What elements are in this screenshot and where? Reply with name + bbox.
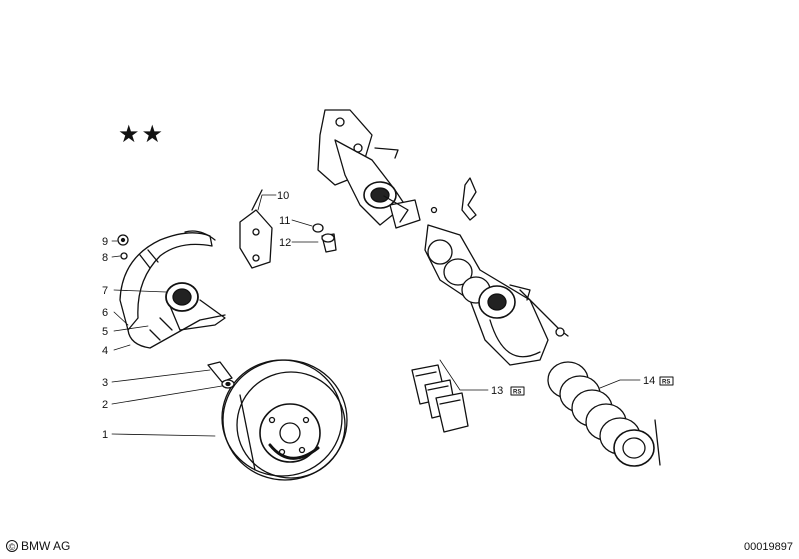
part-label-8: 8 bbox=[102, 252, 108, 264]
part-label-7: 7 bbox=[102, 285, 108, 297]
rs-badge-13 bbox=[510, 386, 525, 396]
nut-small bbox=[117, 234, 129, 260]
part-label-9: 9 bbox=[102, 236, 108, 248]
rs-badge-14 bbox=[659, 376, 674, 386]
brake-disc bbox=[221, 359, 348, 481]
brake-pads-set bbox=[411, 364, 469, 433]
rs-badge-text-13: RS bbox=[513, 390, 521, 396]
part-label-1: 1 bbox=[102, 429, 108, 441]
retaining-spring bbox=[461, 177, 477, 221]
splash-shield bbox=[119, 230, 226, 349]
part-label-3: 3 bbox=[102, 377, 108, 389]
bracket bbox=[239, 189, 273, 269]
copyright-icon: © bbox=[6, 540, 18, 552]
upper-caliper bbox=[317, 109, 438, 229]
leader-lines bbox=[111, 194, 641, 437]
bolt-washer bbox=[312, 223, 337, 253]
part-label-2: 2 bbox=[102, 399, 108, 411]
wheel-hub bbox=[149, 282, 226, 341]
hub-bolt bbox=[207, 361, 235, 389]
part-label-11: 11 bbox=[279, 215, 290, 227]
image-number: 00019897 bbox=[744, 541, 793, 553]
repair-kit bbox=[547, 361, 661, 467]
copyright-footer: © BMW AG bbox=[6, 539, 70, 553]
rs-badge-text-14: RS bbox=[662, 380, 670, 386]
part-label-6: 6 bbox=[102, 307, 108, 319]
part-label-13: 13 bbox=[491, 385, 503, 397]
part-label-4: 4 bbox=[102, 345, 108, 357]
part-label-14: 14 bbox=[643, 375, 655, 387]
special-marker-stars: ★★ bbox=[118, 120, 166, 148]
part-label-12: 12 bbox=[279, 237, 291, 249]
main-caliper bbox=[424, 224, 569, 366]
part-label-10: 10 bbox=[277, 190, 289, 202]
part-label-5: 5 bbox=[102, 326, 108, 338]
copyright-text: BMW AG bbox=[21, 539, 71, 553]
